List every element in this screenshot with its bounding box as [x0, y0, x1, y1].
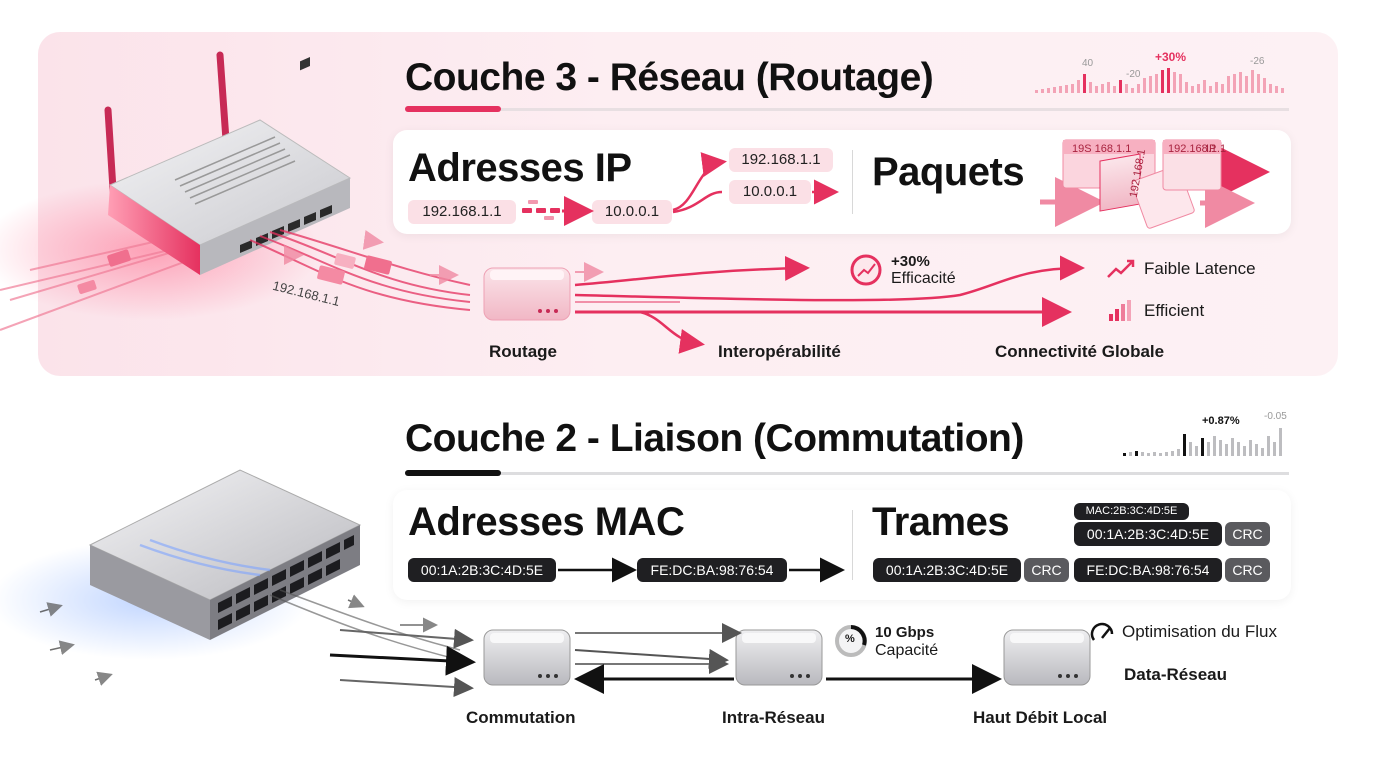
- caption-global-connectivity: Connectivité Globale: [995, 342, 1165, 361]
- frame-crc-a: CRC: [1225, 522, 1270, 546]
- efficiency-label: Efficacité: [891, 270, 956, 287]
- layer3-spark-label-3: -26: [1250, 56, 1265, 67]
- benefit-low-latency: Faible Latence: [1144, 259, 1256, 278]
- layer3-spark-label-1: 40: [1082, 58, 1094, 69]
- layer2-spark-label: -0.05: [1264, 411, 1287, 422]
- layer3-title-rule: [405, 108, 1289, 111]
- frame-mac-b: 00:1A:2B:3C:4D:5E: [873, 558, 1021, 582]
- layer2-spark-highlight: +0.87%: [1202, 415, 1240, 427]
- benefit-efficient: Efficient: [1144, 301, 1205, 320]
- ip-address-heading: Adresses IP: [408, 146, 632, 190]
- packet-label-3: IP: [1206, 143, 1217, 155]
- benefit-data-network: Data-Réseau: [1124, 665, 1227, 684]
- card-divider-l2: [852, 510, 853, 580]
- bars-icon: [1109, 300, 1131, 321]
- card-divider: [852, 150, 853, 214]
- layer2-title: Couche 2 - Liaison (Commutation): [405, 417, 1024, 460]
- ip-source-pill: 192.168.1.1: [408, 200, 516, 224]
- capacity-icon-glyph: %: [845, 633, 855, 645]
- caption-routing: Routage: [489, 342, 557, 361]
- mac-dest-pill: FE:DC:BA:98:76:54: [637, 558, 787, 582]
- frame-mac-c: FE:DC:BA:98:76:54: [1074, 558, 1222, 582]
- layer2-title-accent: [405, 470, 501, 476]
- packets-heading: Paquets: [872, 150, 1025, 194]
- benefit-flow-optimisation: Optimisation du Flux: [1122, 622, 1277, 641]
- gauge-icon: [850, 254, 882, 286]
- layer3-spark-label-2: -20: [1126, 69, 1141, 80]
- ip-next-hop-pill: 10.0.0.1: [592, 200, 672, 224]
- speedometer-icon: [1090, 622, 1114, 641]
- layer2-title-rule: [405, 472, 1289, 475]
- frames-heading: Trames: [872, 500, 1010, 544]
- frame-mac-tag: MAC:2B:3C:4D:5E: [1074, 503, 1189, 520]
- packet-label-1: 19S 168.1.1: [1072, 143, 1132, 155]
- mac-source-pill: 00:1A:2B:3C:4D:5E: [408, 558, 556, 582]
- frame-crc-b: CRC: [1024, 558, 1069, 582]
- ip-route-b-pill: 10.0.0.1: [729, 180, 811, 204]
- percent-icon: [835, 625, 867, 657]
- ip-route-a-pill: 192.168.1.1: [729, 148, 833, 172]
- caption-intra-network: Intra-Réseau: [722, 708, 825, 727]
- frame-crc-c: CRC: [1225, 558, 1270, 582]
- layer3-title-accent: [405, 106, 501, 112]
- capacity-value: 10 Gbps: [875, 624, 935, 641]
- packet-label-4: 192.168.1.1: [1168, 143, 1227, 155]
- efficiency-value: +30%: [891, 253, 930, 270]
- caption-switching: Commutation: [466, 708, 576, 727]
- caption-interoperability: Interopérabilité: [718, 342, 841, 361]
- caption-local-high-speed: Haut Débit Local: [973, 708, 1108, 727]
- frame-mac-a: 00:1A:2B:3C:4D:5E: [1074, 522, 1222, 546]
- capacity-label: Capacité: [875, 642, 939, 659]
- layer3-spark-highlight: +30%: [1155, 50, 1187, 64]
- trend-up-icon: [1107, 260, 1134, 278]
- layer3-title: Couche 3 - Réseau (Routage): [405, 56, 934, 99]
- mac-address-heading: Adresses MAC: [408, 500, 685, 544]
